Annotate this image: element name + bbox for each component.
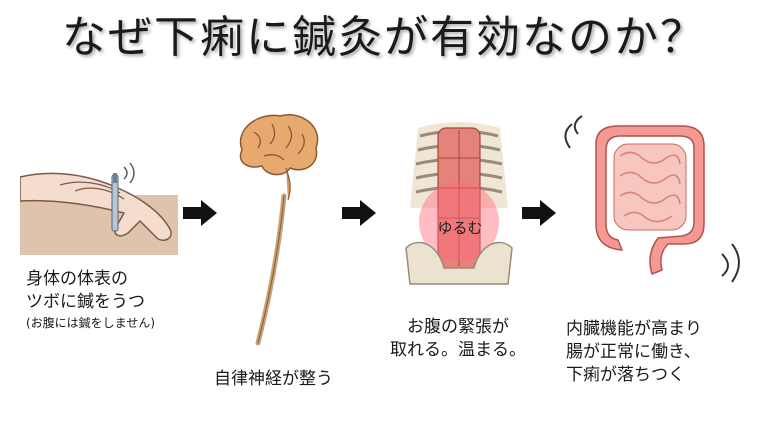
step-caption-intestine: 内臓機能が高まり 腸が正常に働き、 下痢が落ちつく	[566, 318, 702, 387]
step-caption-nerve: 自律神経が整う	[214, 368, 333, 391]
caption-line: ツボに鍼をうつ	[26, 291, 145, 312]
caption-note: (お腹には鍼をしません)	[26, 315, 156, 330]
step-caption-relax: お腹の緊張が 取れる。温まる。	[390, 316, 526, 362]
caption-line: 下痢が落ちつく	[566, 364, 685, 385]
caption-line: 身体の体表の	[26, 269, 128, 289]
arrow-right-icon	[522, 200, 556, 226]
torso-muscle-icon	[405, 122, 513, 285]
brain-nerve-icon	[239, 114, 319, 346]
arrow-right-icon	[342, 200, 376, 226]
relax-label: ゆるむ	[437, 219, 483, 237]
caption-line: お腹の緊張が	[407, 317, 509, 337]
caption-line: 自律神経が整う	[214, 369, 333, 389]
caption-line: 内臓機能が高まり	[566, 319, 702, 339]
caption-line: 取れる。温まる。	[390, 339, 526, 360]
caption-line: 腸が正常に働き、	[566, 341, 701, 362]
intestine-icon	[564, 115, 740, 283]
page-title: なぜ下痢に鍼灸が有効なのか？	[62, 12, 706, 63]
hand-needle-icon	[20, 162, 178, 255]
step-caption-needle: 身体の体表の ツボに鍼をうつ (お腹には鍼をしません)	[26, 268, 155, 331]
arrow-right-icon	[183, 200, 217, 226]
